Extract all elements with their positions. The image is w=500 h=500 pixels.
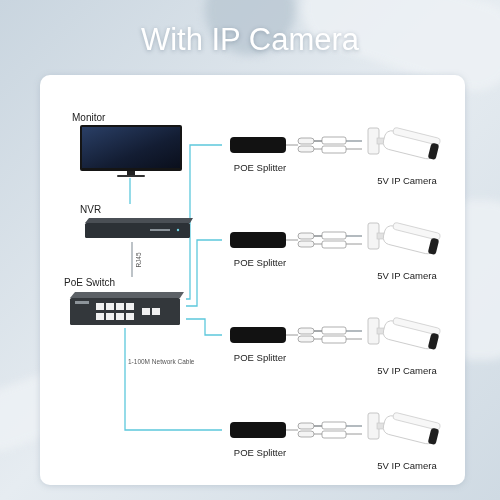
camera-illustration (368, 410, 441, 446)
node-label: 5V IP Camera (362, 460, 452, 471)
camera-node: 5V IP Camera (362, 124, 452, 186)
cable-connector (186, 145, 222, 299)
node-label: POE Splitter (222, 257, 298, 268)
node-label: POE Splitter (222, 162, 298, 173)
splitter-body (230, 327, 286, 343)
monitor-stand (127, 171, 135, 175)
poe-switch-illustration (70, 292, 184, 325)
port (126, 303, 134, 310)
port (106, 313, 114, 320)
camera-node: 5V IP Camera (362, 219, 452, 281)
port (96, 303, 104, 310)
port (106, 303, 114, 310)
switch-ports (96, 303, 160, 320)
nvr-front (85, 223, 190, 238)
camera-illustration (368, 125, 441, 161)
node-label: NVR (80, 204, 101, 216)
node-label: PoE Switch (64, 277, 115, 289)
plug-cables (286, 137, 362, 153)
cable-connector (186, 240, 222, 306)
cable-note: 1-100M Network Cable (128, 358, 194, 366)
splitter-body (230, 422, 286, 438)
splitter-node: POE Splitter (222, 137, 298, 173)
node-label: POE Splitter (222, 447, 298, 458)
nvr-slot (150, 229, 170, 231)
node-label: 5V IP Camera (362, 365, 452, 376)
port (142, 308, 150, 315)
switch-top (70, 292, 184, 298)
nvr-illustration (85, 218, 193, 238)
nvr-node: NVR (78, 204, 194, 242)
cable-connector (129, 178, 130, 204)
node-label: POE Splitter (222, 352, 298, 363)
port (152, 308, 160, 315)
cable-connector (186, 319, 222, 335)
switch-front (70, 298, 180, 325)
splitter-node: POE Splitter (222, 232, 298, 268)
splitter-body (230, 232, 286, 248)
cable-connector (125, 328, 222, 430)
plug-cables (286, 422, 362, 438)
nvr-top (85, 218, 193, 223)
monitor-illustration (80, 125, 182, 177)
connector-label: RJ45 (135, 252, 143, 267)
switch-badge (75, 301, 89, 304)
node-label: Monitor (72, 112, 105, 124)
cable-connector (131, 242, 132, 277)
port (116, 313, 124, 320)
port (116, 303, 124, 310)
camera-node: 5V IP Camera (362, 314, 452, 376)
switch-node: PoE Switch (62, 277, 186, 328)
port (126, 313, 134, 320)
monitor-base (117, 175, 145, 177)
monitor-node: Monitor (70, 112, 186, 178)
splitter-node: POE Splitter (222, 422, 298, 458)
port (96, 313, 104, 320)
plug-cables (286, 327, 362, 343)
splitter-body (230, 137, 286, 153)
nvr-led (177, 229, 179, 231)
card (40, 75, 465, 485)
camera-illustration (368, 220, 441, 256)
node-label: 5V IP Camera (362, 270, 452, 281)
title: With IP Camera (0, 20, 500, 60)
node-label: 5V IP Camera (362, 175, 452, 186)
splitter-node: POE Splitter (222, 327, 298, 363)
camera-illustration (368, 315, 441, 351)
monitor-screen (82, 127, 180, 168)
camera-node: 5V IP Camera (362, 409, 452, 471)
plug-cables (286, 232, 362, 248)
monitor-bezel (80, 125, 182, 171)
